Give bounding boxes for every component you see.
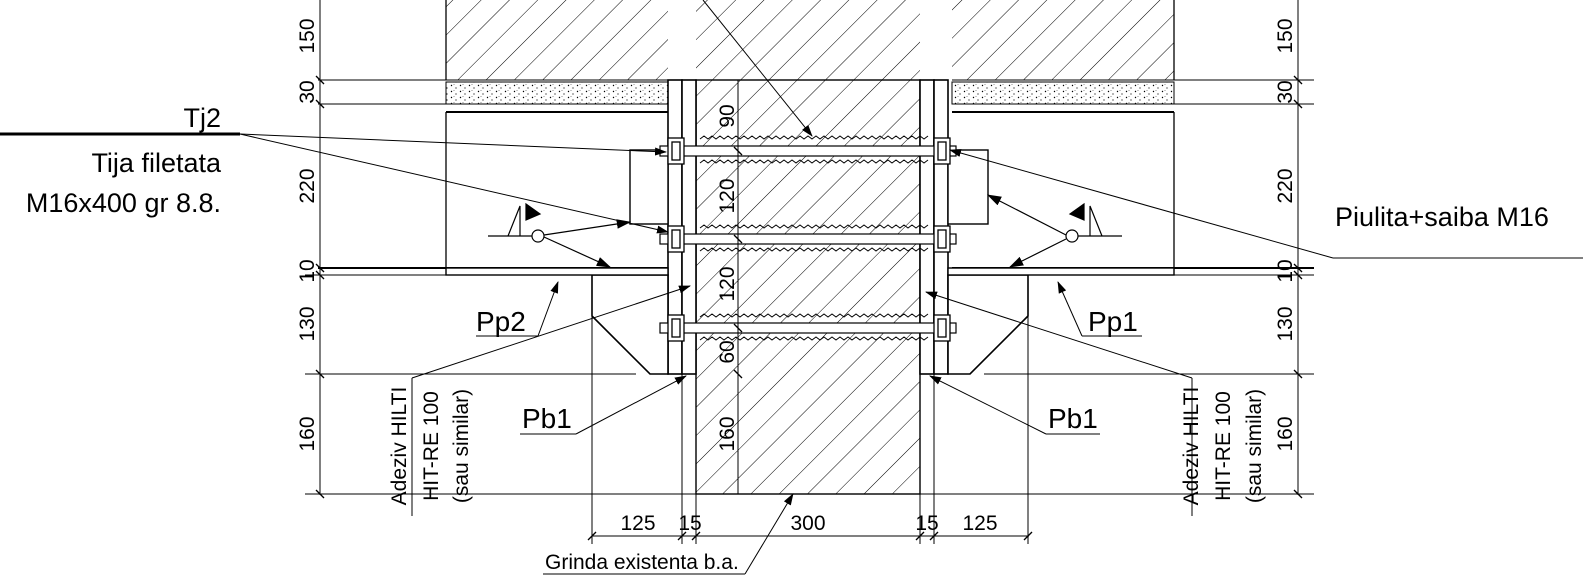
upper-slab-right (952, 0, 1175, 80)
bracket-right (947, 274, 1029, 375)
dim-left-130: 130 (296, 306, 319, 341)
top-plate-left (445, 267, 669, 276)
left-vertical-dimensions: 150 30 220 10 130 160 (296, 18, 319, 451)
upper-slab-left (445, 0, 668, 80)
label-tj2: Tj2 (183, 103, 221, 133)
dim-inner-120b: 120 (716, 266, 739, 301)
dim-right-150: 150 (1274, 18, 1297, 53)
bracket-left (591, 274, 669, 375)
dim-left-10: 10 (296, 259, 319, 282)
label-tija-filetata: Tija filetata (91, 148, 222, 178)
dim-inner-60: 60 (716, 340, 739, 363)
dim-left-160: 160 (296, 416, 319, 451)
label-grinda: Grinda existenta b.a. (545, 551, 739, 574)
dim-inner-120a: 120 (716, 178, 739, 213)
dim-bottom-15-right: 15 (915, 512, 938, 535)
adhesive-note-right: Adeziv HILTI HIT-RE 100 (sau similar) (1180, 387, 1266, 506)
dim-left-220: 220 (296, 168, 319, 203)
right-vertical-dimensions: 150 30 220 10 130 160 (1274, 18, 1297, 451)
leader-lines (0, 0, 1583, 575)
adeziv-right-line3: (sau similar) (1243, 389, 1266, 503)
dim-left-30: 30 (296, 80, 319, 103)
dim-right-30: 30 (1274, 80, 1297, 103)
bottom-dimensions: 125 15 300 15 125 (620, 512, 997, 535)
label-tija-spec: M16x400 gr 8.8. (26, 188, 221, 218)
dim-right-130: 130 (1274, 306, 1297, 341)
screed-left (445, 81, 669, 105)
dim-left-150: 150 (296, 18, 319, 53)
stiffener-right (947, 149, 989, 225)
label-pp1: Pp1 (1088, 306, 1138, 337)
adeziv-left-line1: Adeziv HILTI (388, 387, 411, 506)
nuts (667, 137, 951, 342)
dim-bottom-300: 300 (790, 512, 825, 535)
stiffener-left (629, 149, 669, 225)
adeziv-right-line2: HIT-RE 100 (1212, 391, 1235, 501)
dim-right-160: 160 (1274, 416, 1297, 451)
upper-slab-middle (696, 0, 920, 80)
screed-right (951, 81, 1175, 105)
label-pb1-right: Pb1 (1048, 403, 1098, 434)
label-pb1-left: Pb1 (522, 403, 572, 434)
dim-bottom-15-left: 15 (678, 512, 701, 535)
weld-symbol-right (986, 194, 1122, 268)
dim-inner-160: 160 (716, 416, 739, 451)
adeziv-left-line2: HIT-RE 100 (420, 391, 443, 501)
threaded-rods (659, 135, 957, 341)
adeziv-left-line3: (sau similar) (450, 389, 473, 503)
top-plate-right (947, 267, 1175, 276)
dimension-lines (315, 0, 1303, 544)
inner-vertical-dimensions: 90 120 120 60 160 (716, 104, 739, 451)
dim-right-10: 10 (1274, 259, 1297, 282)
weld-symbol-left (488, 202, 632, 268)
label-piulita: Piulita+saiba M16 (1335, 202, 1549, 232)
adeziv-right-line1: Adeziv HILTI (1180, 387, 1203, 506)
dim-bottom-125-right: 125 (962, 512, 997, 535)
dim-bottom-125-left: 125 (620, 512, 655, 535)
dim-right-220: 220 (1274, 168, 1297, 203)
adhesive-note-left: Adeziv HILTI HIT-RE 100 (sau similar) (388, 387, 473, 506)
label-pp2: Pp2 (476, 306, 526, 337)
dim-inner-90: 90 (716, 104, 739, 127)
